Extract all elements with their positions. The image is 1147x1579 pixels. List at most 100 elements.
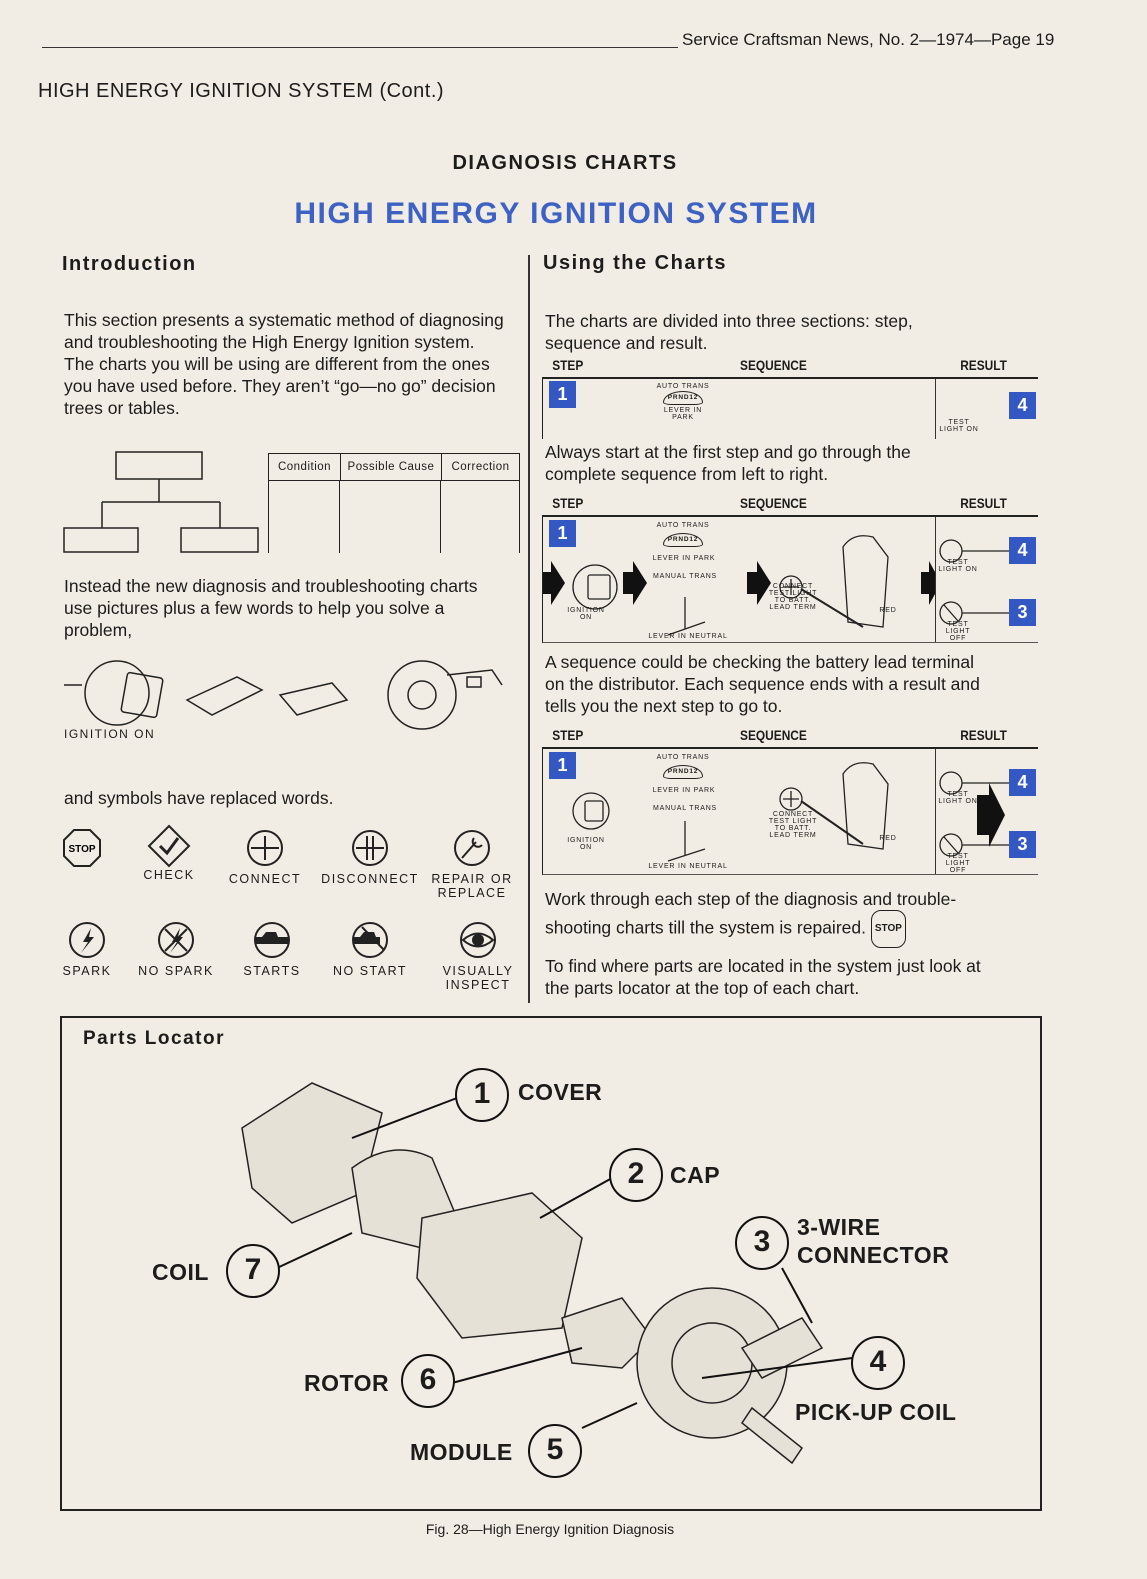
callout-7: 7 [226, 1244, 280, 1298]
distributor-exploded-view [241, 1082, 853, 1465]
light-on-label: TEST LIGHT ON [938, 791, 978, 805]
ignition-on-label: IGNITION ON [567, 837, 605, 851]
lever-park-label: LEVER IN PARK [663, 407, 703, 421]
lever-neutral-label: LEVER IN NEUTRAL [648, 633, 728, 640]
using-paragraph-3: A sequence could be checking the battery… [545, 652, 980, 716]
part-label-cap: CAP [670, 1162, 721, 1188]
wrench-icon [454, 830, 490, 866]
stop-icon: STOP [870, 910, 906, 948]
running-head: Service Craftsman News, No. 2—1974—Page … [682, 30, 1055, 49]
symbol-no-start: NO START [320, 920, 420, 978]
symbol-label: CONNECT [228, 872, 302, 886]
callout-3: 3 [735, 1216, 789, 1270]
light-on-label: TEST LIGHT ON [938, 559, 978, 573]
starts-icon [254, 922, 290, 958]
lever-neutral-label: LEVER IN NEUTRAL [648, 863, 728, 870]
result-head: RESULT [960, 727, 1007, 743]
decision-tree-diagram [63, 451, 259, 553]
symbol-no-spark: NO SPARK [126, 920, 226, 978]
symbol-check: CHECK [119, 824, 219, 882]
callout-6: 6 [401, 1354, 455, 1408]
symbol-label: STARTS [243, 964, 301, 978]
intro-paragraph-3: and symbols have replaced words. [64, 788, 334, 808]
gear-selector-prnd: PRND12 [663, 765, 703, 779]
symbol-stop: STOP [32, 828, 132, 868]
symbol-label: DISCONNECT [321, 872, 419, 886]
ignition-on-label: IGNITION ON [64, 727, 156, 741]
stop-icon: STOP [63, 829, 101, 867]
connect-icon [247, 830, 283, 866]
figure-caption: Fig. 28—High Energy Ignition Diagnosis [425, 1521, 675, 1537]
result-head: RESULT [960, 495, 1007, 511]
connect-test-light-label: CONNECT TEST LIGHT TO BATT. LEAD TERM [768, 583, 818, 611]
stop-text: STOP [68, 844, 95, 855]
using-paragraph-4-text: Work through each step of the diagnosis … [545, 889, 957, 938]
next-step-on: 4 [1009, 537, 1036, 564]
parts-locator-heading: Parts Locator [83, 1028, 225, 1049]
light-off-label: TEST LIGHT OFF [945, 621, 971, 642]
auto-trans-label: AUTO TRANS [656, 383, 710, 390]
header-rule [42, 47, 678, 48]
part-label-rotor: ROTOR [304, 1370, 390, 1396]
connect-test-light-label: CONNECT TEST LIGHT TO BATT. LEAD TERM [768, 811, 818, 839]
parts-locator: Parts Locator 1 COVER 2 CAP 3 3-WIRE CON… [60, 1016, 1042, 1511]
red-label: RED [879, 835, 897, 842]
sequence-illustration [572, 762, 889, 862]
auto-trans-label: AUTO TRANS [656, 522, 710, 529]
symbol-repair: REPAIR OR REPLACE [427, 828, 517, 900]
table-header: Condition [269, 454, 341, 480]
intro-paragraph-1: This section presents a systematic metho… [64, 310, 504, 418]
symbol-label: SPARK [62, 964, 112, 978]
symbol-label: VISUALLY INSPECT [442, 964, 514, 992]
disconnect-icon [352, 830, 388, 866]
callout-2: 2 [609, 1148, 663, 1202]
sequence-head: SEQUENCE [740, 495, 807, 511]
step-head: STEP [552, 357, 584, 373]
diagnosis-charts-heading: DIAGNOSIS CHARTS [452, 152, 678, 174]
page-title: HIGH ENERGY IGNITION SYSTEM [294, 197, 818, 230]
callout-5: 5 [528, 1424, 582, 1478]
condition-table: Condition Possible Cause Correction [268, 453, 520, 555]
using-paragraph-2: Always start at the first step and go th… [545, 442, 911, 484]
step-head: STEP [552, 495, 584, 511]
light-on-label: TEST LIGHT ON [939, 419, 979, 433]
next-step-off: 3 [1009, 599, 1036, 626]
test-light-icons [939, 539, 1009, 625]
table-header: Possible Cause [341, 454, 442, 480]
light-off-label: TEST LIGHT OFF [945, 853, 971, 874]
part-label-cover: COVER [518, 1079, 603, 1105]
auto-trans-label: AUTO TRANS [656, 754, 710, 761]
red-label: RED [879, 607, 897, 614]
manual-trans-label: MANUAL TRANS [652, 805, 718, 812]
sequence-illustration [543, 535, 935, 636]
lever-park-label: LEVER IN PARK [652, 555, 716, 562]
symbol-spark: SPARK [37, 920, 137, 978]
callout-4: 4 [851, 1336, 905, 1390]
ignition-parts-illustration [64, 660, 503, 730]
ignition-on-label: IGNITION ON [567, 607, 605, 621]
using-paragraph-5: To find where parts are located in the s… [545, 956, 981, 998]
intro-heading: Introduction [62, 253, 197, 275]
step-number: 1 [549, 381, 576, 408]
step-head: STEP [552, 727, 584, 743]
part-label-pick-up-coil: PICK-UP COIL [795, 1399, 957, 1425]
test-light-icons [939, 771, 1009, 857]
symbol-label: NO SPARK [138, 964, 214, 978]
next-step-off: 3 [1009, 831, 1036, 858]
column-divider [528, 255, 530, 1003]
part-label-3-wire-connector: 3-WIRE CONNECTOR [797, 1214, 950, 1268]
no-spark-icon [158, 922, 194, 958]
no-start-icon [352, 922, 388, 958]
section-heading: HIGH ENERGY IGNITION SYSTEM (Cont.) [38, 80, 445, 102]
gear-selector-prnd: PRND12 [663, 391, 703, 405]
using-paragraph-4: Work through each step of the diagnosis … [545, 888, 1015, 948]
sequence-head: SEQUENCE [740, 727, 807, 743]
spark-icon [69, 922, 105, 958]
part-label-module: MODULE [410, 1439, 513, 1465]
symbol-disconnect: DISCONNECT [320, 828, 420, 886]
part-label-coil: COIL [152, 1259, 209, 1285]
gear-selector-prnd: PRND12 [663, 533, 703, 547]
lever-park-label: LEVER IN PARK [652, 787, 716, 794]
